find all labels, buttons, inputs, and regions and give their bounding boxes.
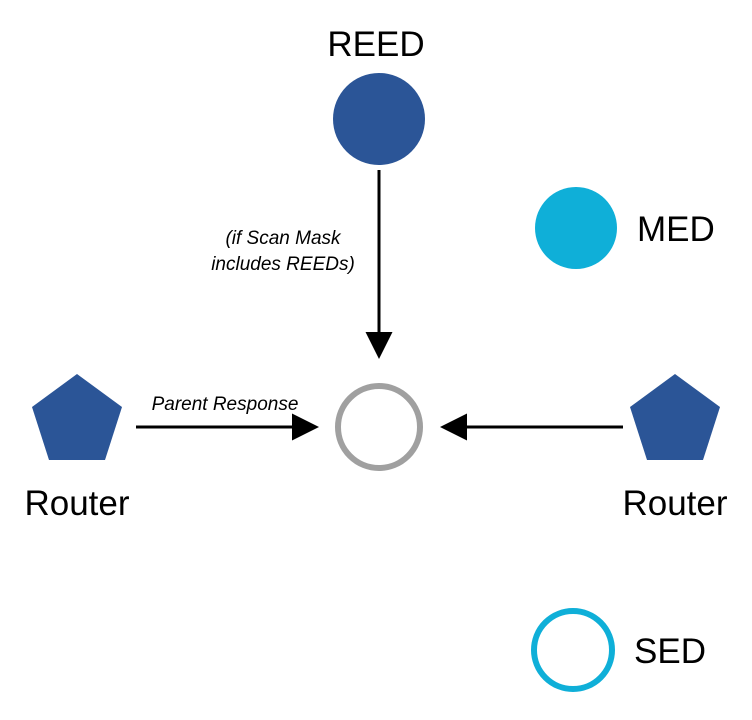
node-sed-label: SED (634, 632, 706, 671)
node-med-circle-icon (535, 187, 617, 269)
node-router-left[interactable]: Router (24, 374, 130, 523)
edge-reed-to-center: (if Scan Mask includes REEDs) (211, 170, 393, 359)
node-router-right[interactable]: Router (622, 374, 728, 523)
node-router-right-pentagon-icon (630, 374, 720, 460)
node-router-left-pentagon-icon (32, 374, 122, 460)
edge-reed-to-center-label-line1: (if Scan Mask (225, 228, 342, 249)
edge-router-left-to-center-label: Parent Response (152, 394, 299, 415)
node-center-circle-icon (335, 383, 423, 471)
node-reed[interactable]: REED (327, 25, 425, 165)
node-center[interactable] (335, 383, 423, 471)
node-reed-circle-icon (333, 73, 425, 165)
node-med[interactable]: MED (535, 187, 715, 269)
node-sed-circle-icon (531, 608, 615, 692)
node-router-right-label: Router (622, 484, 727, 523)
edge-reed-to-center-label-line2: includes REEDs) (211, 254, 355, 275)
node-reed-label: REED (327, 25, 424, 64)
node-router-left-label: Router (24, 484, 129, 523)
node-med-label: MED (637, 210, 715, 249)
node-sed[interactable]: SED (531, 608, 706, 692)
edge-router-left-to-center: Parent Response (136, 394, 319, 441)
